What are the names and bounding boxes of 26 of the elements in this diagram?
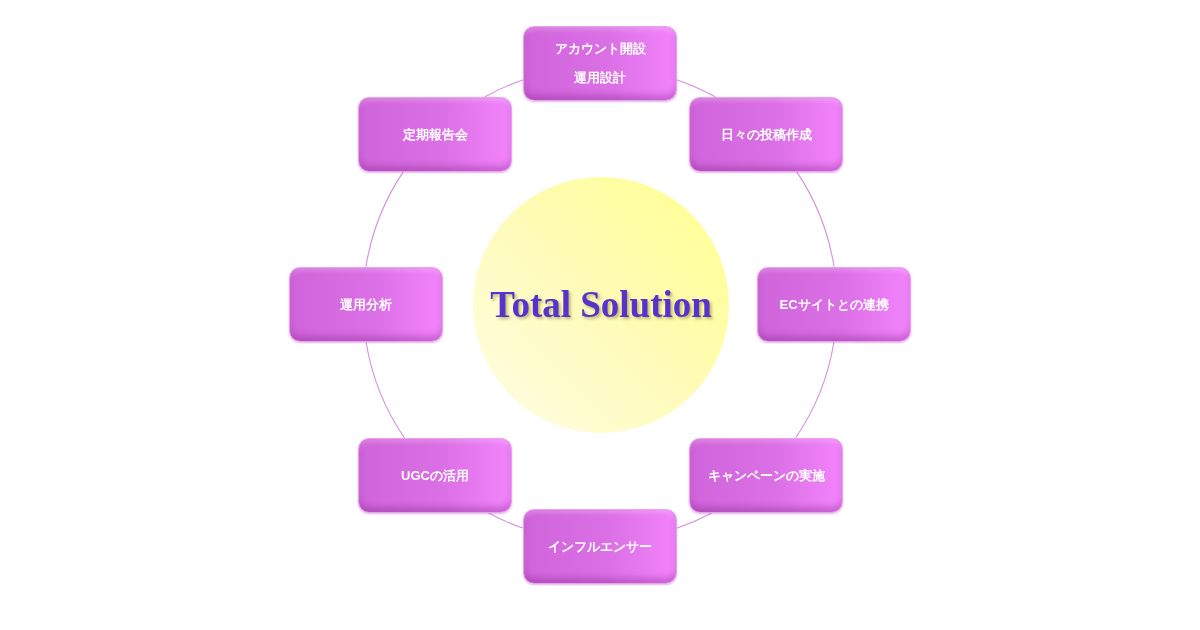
step-label: インフルエンサー xyxy=(548,538,652,555)
ring-connector xyxy=(365,341,406,439)
rounded-box xyxy=(358,97,512,172)
ring-connector xyxy=(676,512,712,529)
rounded-box xyxy=(689,438,843,513)
step-label: 運用分析 xyxy=(340,296,392,313)
step-label: アカウント開設 xyxy=(554,41,646,57)
step-label: キャンペーンの実施 xyxy=(707,467,825,484)
step-label: UGCの活用 xyxy=(401,467,469,484)
ring-connector xyxy=(365,171,404,268)
step-label: 運用設計 xyxy=(574,70,626,86)
step-label: 定期報告会 xyxy=(402,126,468,143)
rounded-box xyxy=(523,509,677,584)
ring-connector xyxy=(796,171,835,268)
ring-connector xyxy=(487,512,524,529)
rounded-box xyxy=(523,26,677,101)
rounded-box xyxy=(689,97,843,172)
step-label: ECサイトとの連携 xyxy=(779,296,889,313)
ring-connector xyxy=(676,79,716,98)
ring-connector xyxy=(484,79,524,98)
step-label: 日々の投稿作成 xyxy=(720,126,812,143)
rounded-box xyxy=(289,267,443,342)
rounded-box xyxy=(358,438,512,513)
ring-connector xyxy=(795,341,835,439)
rounded-box xyxy=(757,267,911,342)
center-title: Total Solution xyxy=(490,284,712,326)
